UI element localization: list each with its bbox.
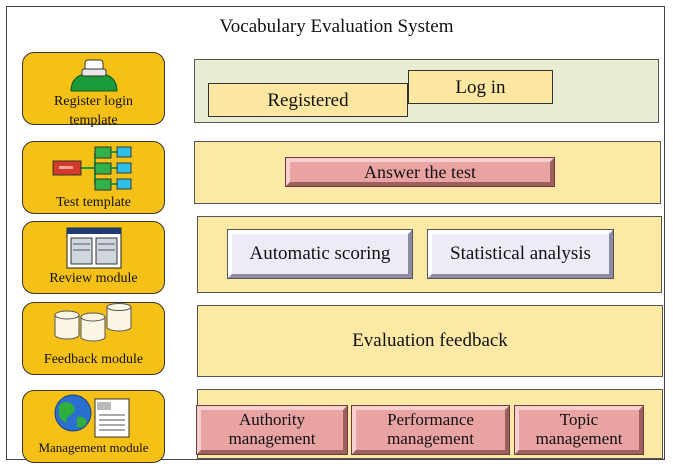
login-button[interactable]: Log in <box>408 70 553 104</box>
module-register-login: Register login template <box>22 52 165 128</box>
module-feedback: Feedback module <box>22 302 165 375</box>
performance-line1: Performance <box>387 410 474 429</box>
topic-line2: management <box>535 429 623 448</box>
module-management: Management module <box>22 390 165 463</box>
automatic-scoring-button[interactable]: Automatic scoring <box>227 229 413 279</box>
module-test-template: Test template <box>22 141 165 214</box>
topic-management-button[interactable]: Topic management <box>514 405 644 455</box>
panel-feedback <box>197 305 663 377</box>
module-label: Test template <box>56 195 131 210</box>
authority-line2: management <box>228 429 316 448</box>
user-icon <box>70 59 118 92</box>
module-review: Review module <box>22 221 165 294</box>
flowchart-icon <box>52 146 132 191</box>
diagram-title: Vocabulary Evaluation System <box>219 16 454 37</box>
module-label: Review module <box>49 271 138 286</box>
statistical-analysis-button[interactable]: Statistical analysis <box>427 229 614 279</box>
database-cylinders-icon <box>54 303 132 342</box>
performance-line2: management <box>387 429 474 448</box>
module-label-line2: template <box>69 113 118 128</box>
answer-test-button[interactable]: Answer the test <box>285 157 555 187</box>
performance-management-button[interactable]: Performance management <box>351 405 510 455</box>
registered-button[interactable]: Registered <box>208 83 408 117</box>
module-label-line1: Register login <box>54 94 133 109</box>
authority-management-button[interactable]: Authority management <box>196 405 348 455</box>
module-label: Management module <box>38 440 149 455</box>
globe-document-icon <box>54 394 130 438</box>
authority-line1: Authority <box>238 410 306 429</box>
topic-line1: Topic <box>559 410 599 429</box>
module-label: Feedback module <box>43 352 144 367</box>
evaluation-feedback-label: Evaluation feedback <box>352 330 508 351</box>
server-icon <box>66 227 122 269</box>
